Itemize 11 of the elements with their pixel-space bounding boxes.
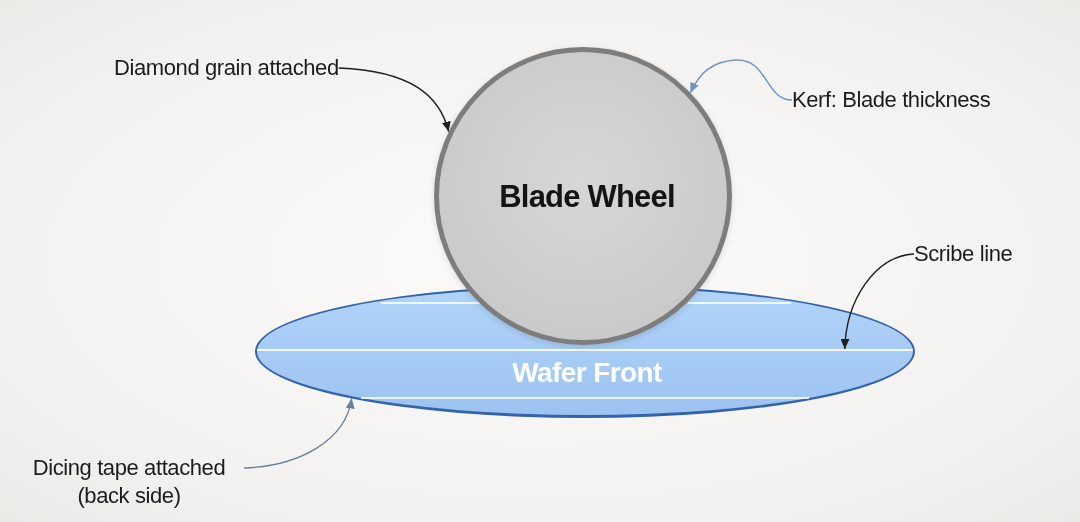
callout-label: Scribe line bbox=[914, 240, 1013, 268]
callout-label: Kerf: Blade thickness bbox=[792, 86, 991, 114]
callout-label: Diamond grain attached bbox=[114, 54, 339, 82]
wheel-label: Blade Wheel bbox=[498, 180, 675, 212]
leader-arrow bbox=[338, 67, 451, 133]
callout-label: Dicing tape attached (back side) bbox=[14, 454, 244, 510]
scribe-line bbox=[257, 349, 913, 351]
leader-arrow bbox=[689, 59, 793, 101]
leader-arrow bbox=[243, 397, 354, 469]
wafer-label: Wafer Front bbox=[511, 359, 663, 387]
leader-arrow bbox=[841, 253, 915, 350]
